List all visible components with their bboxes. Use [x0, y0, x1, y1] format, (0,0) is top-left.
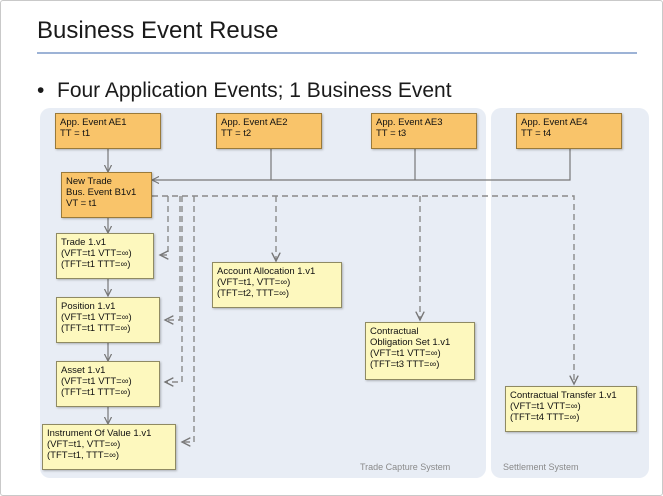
- app-event-ae2: App. Event AE2 TT = t2: [216, 113, 322, 149]
- node-title: Trade 1.v1: [61, 237, 107, 248]
- app-event-title: App. Event AE4: [521, 117, 588, 128]
- node-title-cont: Obligation Set 1.v1: [370, 337, 451, 348]
- node-valid-time: (VFT=t1 VTT=∞): [61, 248, 132, 259]
- instrument-of-value-node: Instrument Of Value 1.v1 (VFT=t1, VTT=∞)…: [42, 424, 176, 470]
- business-event-vt: VT = t1: [66, 198, 97, 209]
- trade-node: Trade 1.v1 (VFT=t1 VTT=∞) (TFT=t1 TTT=∞): [56, 233, 154, 279]
- bullet-point: • Four Application Events; 1 Business Eve…: [37, 79, 452, 103]
- dashed-to-asset: [165, 196, 183, 382]
- arrow-events-to-business-event: [152, 148, 571, 180]
- node-transaction-time: (TFT=t1 TTT=∞): [61, 259, 131, 270]
- asset-node: Asset 1.v1 (VFT=t1 VTT=∞) (TFT=t1 TTT=∞): [56, 361, 160, 407]
- node-valid-time: (VFT=t1 VTT=∞): [370, 348, 441, 359]
- bullet-dot: •: [37, 79, 45, 102]
- app-event-title: App. Event AE1: [60, 117, 127, 128]
- dashed-to-instrument: [182, 196, 195, 442]
- app-event-tt: TT = t2: [221, 128, 252, 139]
- dashed-to-trade: [160, 196, 169, 255]
- node-valid-time: (VFT=t1 VTT=∞): [510, 401, 581, 412]
- node-transaction-time: (TFT=t1 TTT=∞): [61, 323, 131, 334]
- app-event-ae3: App. Event AE3 TT = t3: [371, 113, 477, 149]
- node-title: Asset 1.v1: [61, 365, 106, 376]
- app-event-title: App. Event AE3: [376, 117, 443, 128]
- account-allocation-node: Account Allocation 1.v1 (VFT=t1, VTT=∞) …: [212, 262, 342, 308]
- app-event-title: App. Event AE2: [221, 117, 288, 128]
- node-transaction-time: (TFT=t3 TTT=∞): [370, 359, 440, 370]
- contractual-transfer-node: Contractual Transfer 1.v1 (VFT=t1 VTT=∞)…: [505, 386, 637, 432]
- node-transaction-time: (TFT=t2, TTT=∞): [217, 288, 290, 299]
- title-rule: [37, 52, 637, 54]
- settlement-label: Settlement System: [503, 462, 579, 472]
- node-valid-time: (VFT=t1 VTT=∞): [61, 312, 132, 323]
- business-event-b1v1: New Trade Bus. Event B1v1 VT = t1: [61, 172, 152, 218]
- app-event-tt: TT = t3: [376, 128, 407, 139]
- node-transaction-time: (TFT=t1, TTT=∞): [47, 450, 120, 461]
- business-event-name: New Trade: [66, 176, 112, 187]
- node-title: Contractual: [370, 326, 419, 337]
- app-event-tt: TT = t1: [60, 128, 91, 139]
- node-title: Position 1.v1: [61, 301, 116, 312]
- bullet-text: Four Application Events; 1 Business Even…: [57, 79, 452, 102]
- business-event-id: Bus. Event B1v1: [66, 187, 137, 198]
- slide-title: Business Event Reuse: [37, 17, 279, 44]
- node-valid-time: (VFT=t1 VTT=∞): [61, 376, 132, 387]
- dashed-to-position: [165, 196, 181, 320]
- node-valid-time: (VFT=t1, VTT=∞): [217, 277, 291, 288]
- node-valid-time: (VFT=t1, VTT=∞): [47, 439, 121, 450]
- node-transaction-time: (TFT=t1 TTT=∞): [61, 387, 131, 398]
- position-node: Position 1.v1 (VFT=t1 VTT=∞) (TFT=t1 TTT…: [56, 297, 160, 343]
- dashed-to-contractual-transfer: [152, 195, 574, 384]
- trade-capture-label: Trade Capture System: [360, 462, 451, 472]
- app-event-ae4: App. Event AE4 TT = t4: [516, 113, 622, 149]
- node-title: Instrument Of Value 1.v1: [47, 428, 152, 439]
- node-transaction-time: (TFT=t4 TTT=∞): [510, 412, 580, 423]
- node-title: Account Allocation 1.v1: [217, 266, 316, 277]
- app-event-ae1: App. Event AE1 TT = t1: [55, 113, 161, 149]
- contractual-obligation-node: Contractual Obligation Set 1.v1 (VFT=t1 …: [365, 322, 475, 380]
- app-event-tt: TT = t4: [521, 128, 552, 139]
- node-title: Contractual Transfer 1.v1: [510, 390, 617, 401]
